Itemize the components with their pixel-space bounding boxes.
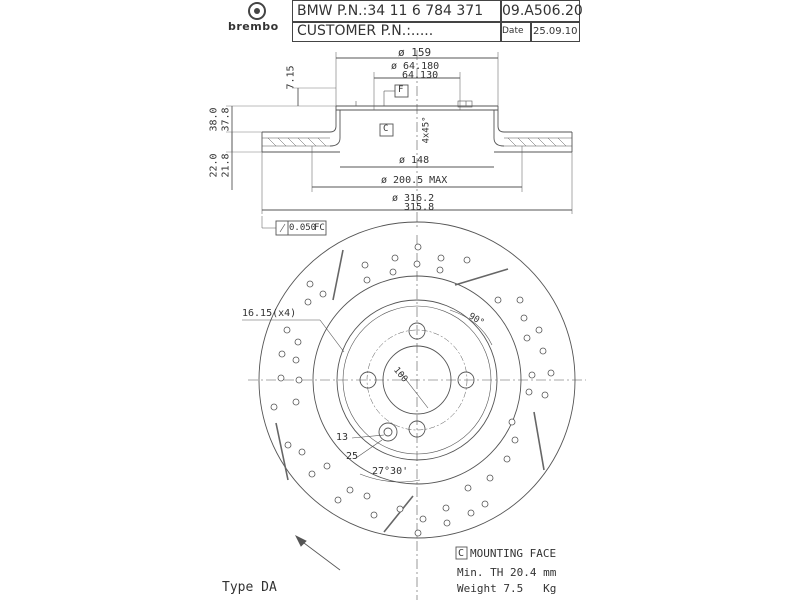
dim-d3158: 315.8 — [404, 202, 435, 213]
dim-chamfer: 4x45° — [421, 116, 432, 144]
dim-d64-lower: 64.130 — [402, 70, 439, 81]
dim-d13: 13 — [336, 432, 349, 443]
customer-pn-cell — [292, 21, 502, 42]
dim-d159: ø 159 — [398, 46, 432, 59]
dim-h715: 7.15 — [285, 65, 297, 90]
dim-h378: 37.8 — [220, 107, 232, 132]
mounting-face-label: MOUNTING FACE — [470, 547, 557, 560]
datum-f: F — [398, 85, 404, 95]
brembo-logo-mark — [248, 2, 266, 20]
dim-d64-upper: ø 64.180 — [391, 61, 440, 72]
dim-h220: 22.0 — [208, 153, 220, 178]
disc-type: Type DA — [222, 580, 277, 595]
drilled-holes — [270, 243, 555, 537]
runout-datum: FC — [314, 223, 325, 233]
date-label: Date — [502, 26, 524, 36]
dim-d148: ø 148 — [399, 155, 430, 166]
datum-c: C — [383, 124, 389, 134]
brembo-logo: brembo — [226, 0, 288, 38]
bmw-pn-cell — [292, 0, 502, 23]
dim-r25: 25 — [346, 451, 359, 462]
dim-angle27: 27°30' — [372, 466, 409, 477]
dim-d3162: ø 316.2 — [392, 193, 435, 204]
min-thickness: Min. TH 20.4 mm — [457, 566, 557, 579]
date-value-cell — [530, 21, 580, 42]
brand-name: brembo — [228, 20, 279, 33]
dim-h218: 21.8 — [220, 153, 232, 178]
weight: Weight 7.5 Kg — [457, 582, 557, 595]
brembo-part-number: 09.A506.20 — [502, 3, 583, 19]
mounting-face-datum: C — [458, 548, 465, 559]
dim-h380: 38.0 — [208, 107, 220, 132]
date-value: 25.09.10 — [533, 26, 578, 37]
bmw-part-number: BMW P.N.:34 11 6 784 371 — [297, 3, 484, 19]
part-no-cell — [500, 0, 580, 23]
dim-holes: 16.15(x4) — [242, 308, 297, 319]
date-label-cell — [500, 21, 532, 42]
runout-value: 0.050 — [289, 223, 317, 233]
section-view — [226, 50, 573, 236]
dim-d2005: ø 200.5 MAX — [381, 175, 448, 186]
front-face-view — [242, 221, 586, 600]
customer-part-number: CUSTOMER P.N.:..... — [297, 23, 434, 39]
